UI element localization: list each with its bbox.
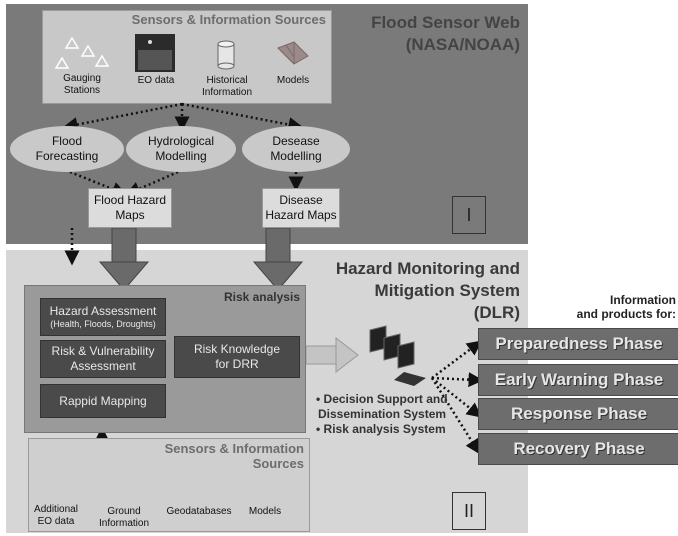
source-label-models-bottom: Models — [248, 506, 282, 517]
source-label-models: Models — [276, 75, 310, 86]
risk-analysis-title: Risk analysis — [223, 290, 300, 304]
top-sources-title: Sensors & Information Sources — [131, 12, 326, 27]
section-number-i: I — [452, 196, 486, 234]
decision-support-text: • Decision Support and Dissemination Sys… — [316, 392, 448, 436]
source-label-eo: EO data — [137, 75, 175, 86]
rapid-mapping-box: Rappid Mapping — [40, 384, 166, 418]
section-number-ii: II — [452, 492, 486, 530]
risk-vulnerability-box: Risk & Vulnerability Assessment — [40, 340, 166, 378]
top-panel-title: Flood Sensor Web (NASA/NOAA) — [371, 13, 520, 54]
phase-recovery: Recovery Phase — [478, 433, 678, 465]
top-sources-box — [42, 10, 332, 104]
phase-preparedness: Preparedness Phase — [478, 328, 678, 360]
computers-icon — [369, 325, 426, 386]
hazard-assessment-box: Hazard Assessment (Health, Floods, Droug… — [40, 298, 166, 336]
bottom-sources-title: Sensors & Information Sources — [164, 441, 304, 471]
satellite-image-icon — [135, 34, 175, 72]
mesh-model-icon — [277, 41, 309, 65]
info-products-label: Information and products for: — [576, 293, 676, 321]
down-arrow-right — [252, 227, 304, 291]
right-arrow-ds — [305, 336, 359, 374]
down-arrow-left — [98, 227, 150, 291]
phase-response: Response Phase — [478, 398, 678, 430]
triangles-icon — [54, 36, 110, 69]
bottom-sources-box — [28, 438, 310, 532]
database-icon — [217, 40, 235, 70]
risk-knowledge-box: Risk Knowledge for DRR — [174, 336, 300, 378]
source-label-geodatabases: Geodatabases — [166, 506, 232, 517]
bottom-panel-title: Hazard Monitoring and Mitigation System … — [335, 259, 520, 322]
phase-early-warning: Early Warning Phase — [478, 364, 678, 396]
